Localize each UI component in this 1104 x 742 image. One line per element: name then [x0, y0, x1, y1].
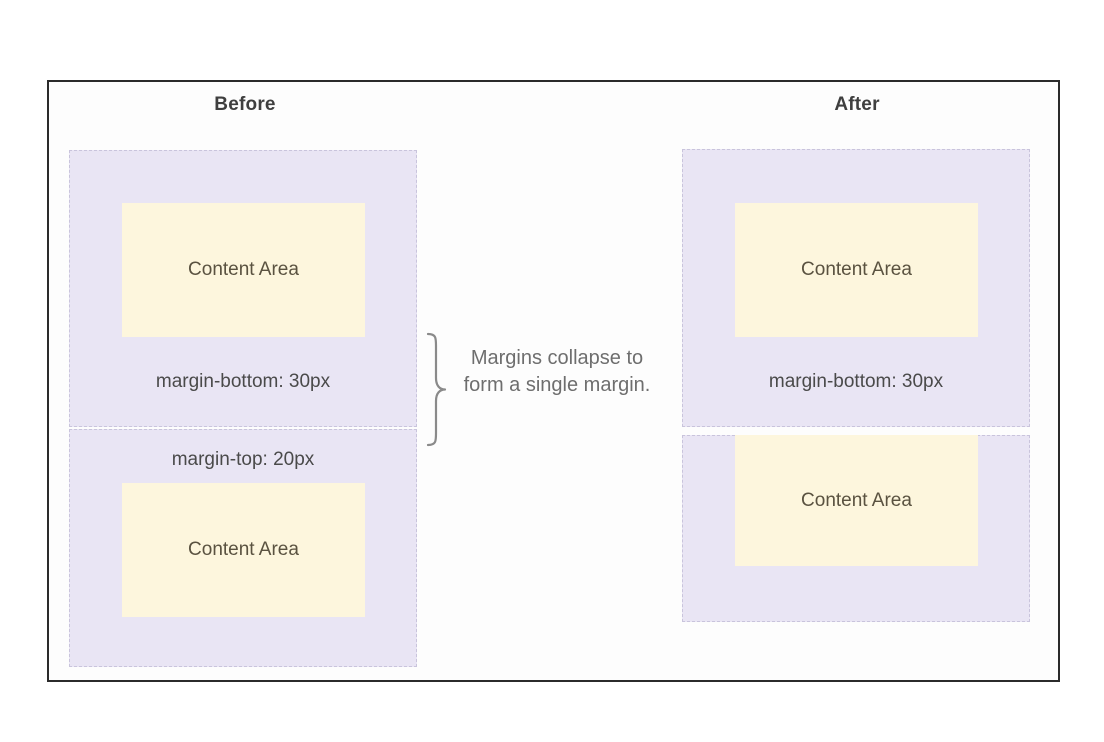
before-content-area-2-label: Content Area [188, 539, 299, 560]
after-content-area-1-label: Content Area [801, 259, 912, 280]
before-content-area-2: Content Area [122, 483, 365, 617]
diagram-frame: Before Content Area margin-bottom: 30px … [47, 80, 1060, 682]
before-content-area-1: Content Area [122, 203, 365, 337]
collapse-note-text: Margins collapse to form a single margin… [463, 347, 651, 396]
before-content-area-1-label: Content Area [188, 259, 299, 280]
after-content-area-2: Content Area [735, 435, 978, 566]
column-title-after: After [834, 94, 880, 115]
before-margin-top-label: margin-top: 20px [171, 449, 315, 470]
column-title-before: Before [214, 94, 276, 115]
before-margin-bottom-label: margin-bottom: 30px [155, 371, 331, 392]
curly-brace-right-icon [424, 332, 448, 447]
after-content-area-2-label: Content Area [801, 489, 912, 511]
after-content-area-1: Content Area [735, 203, 978, 337]
after-margin-bottom-label: margin-bottom: 30px [768, 371, 944, 392]
